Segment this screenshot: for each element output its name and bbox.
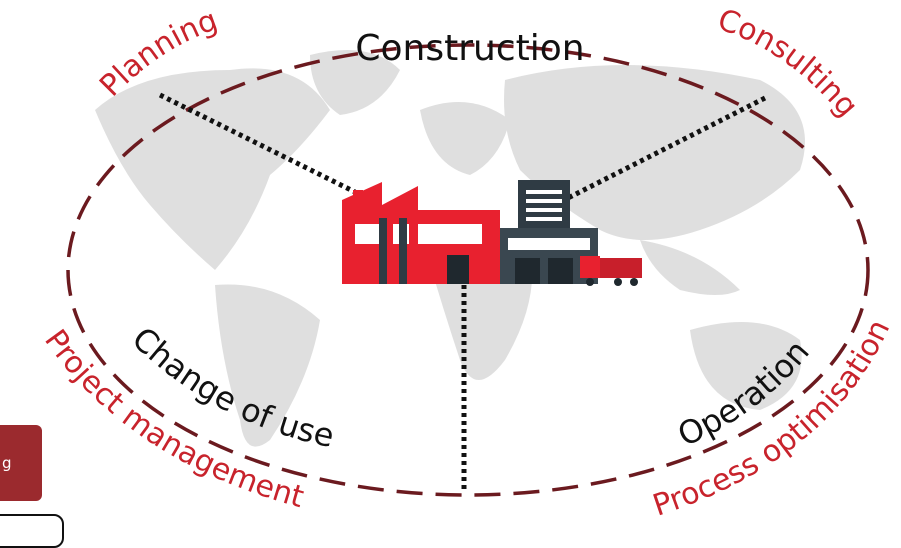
dotted-connectors [158, 92, 767, 490]
side-pill-button[interactable] [0, 514, 64, 548]
red-factory [342, 182, 500, 284]
factory-illustration [342, 180, 642, 286]
map-southeast-asia [640, 240, 740, 295]
diagram-canvas: Construction Planning Consulting Project… [37, 2, 897, 523]
dashed-ellipse [66, 43, 870, 497]
map-europe [420, 102, 510, 175]
delivery-truck [580, 256, 642, 286]
map-australia [690, 322, 802, 410]
label-construction: Construction [355, 28, 584, 69]
side-tab-label: g [2, 454, 12, 472]
side-tab[interactable]: g [0, 425, 42, 501]
map-greenland [310, 50, 400, 115]
connector-consulting [566, 95, 767, 201]
map-south-america [215, 284, 320, 447]
map-north-america [95, 68, 330, 270]
